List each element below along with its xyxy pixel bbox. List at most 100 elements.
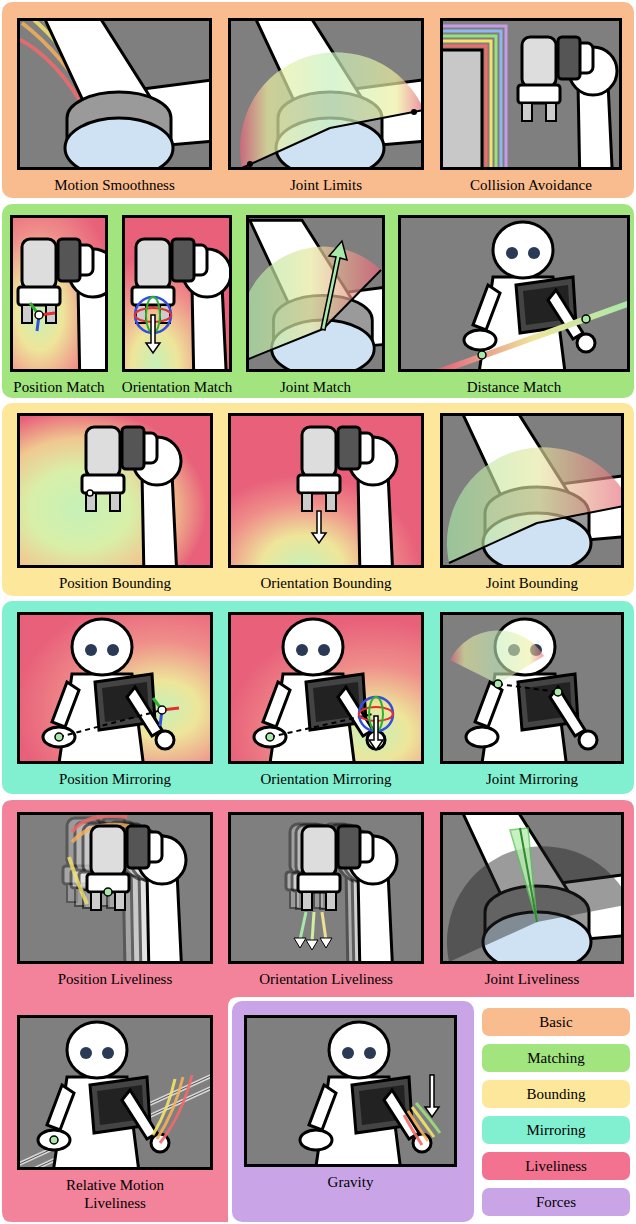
panel-illustration bbox=[17, 413, 213, 578]
liveliness-band bbox=[2, 800, 634, 1222]
panel-illustration-part bbox=[440, 41, 491, 170]
panel-illustration-part bbox=[59, 710, 162, 737]
panel-illustration-part bbox=[153, 1075, 192, 1143]
panel-illustration-part bbox=[438, 303, 630, 372]
legend-swatch: Basic bbox=[482, 1008, 630, 1036]
panel-illustration-part bbox=[55, 733, 63, 741]
panel-illustration bbox=[10, 215, 117, 390]
panel-box: Orientation Match bbox=[122, 215, 232, 372]
panel-illustration-part bbox=[478, 351, 486, 359]
panel-illustration-part bbox=[322, 912, 326, 940]
panel-illustration-part bbox=[240, 52, 424, 168]
panel-illustration-part bbox=[450, 630, 544, 684]
panel-box: Joint Liveliness bbox=[440, 812, 624, 964]
panel-illustration-part bbox=[447, 447, 631, 563]
panel-illustration-part bbox=[312, 511, 326, 543]
mirroring-band bbox=[2, 601, 634, 794]
panel-box: Position Bounding bbox=[17, 413, 213, 568]
panel-illustration bbox=[228, 612, 424, 777]
panel-box: Position Mirroring bbox=[17, 612, 213, 764]
panel-box: Joint Bounding bbox=[440, 413, 624, 568]
panel-illustration-part bbox=[104, 888, 112, 896]
panel-box: Orientation Mirroring bbox=[228, 612, 424, 764]
panel-illustration-part bbox=[440, 26, 506, 170]
panel-illustration-part bbox=[240, 247, 381, 360]
panel-box: Joint Mirroring bbox=[440, 612, 624, 764]
panel-box: Gravity bbox=[244, 1015, 457, 1167]
panel-caption: Collision Avoidance bbox=[430, 176, 632, 194]
panel-illustration-part bbox=[554, 688, 562, 696]
panel-caption: Orientation Match bbox=[110, 378, 244, 396]
panel-box: Orientation Bounding bbox=[228, 413, 424, 568]
panel-caption: Position Mirroring bbox=[7, 770, 223, 788]
panel-illustration-part bbox=[30, 303, 55, 331]
panel-illustration-part bbox=[447, 846, 631, 962]
panel-box: Distance Match bbox=[398, 215, 630, 372]
panel-illustration-part bbox=[35, 311, 43, 319]
panel-illustration-part bbox=[300, 912, 306, 940]
panel-caption: Joint Bounding bbox=[430, 574, 634, 592]
panel-illustration-part bbox=[440, 31, 501, 170]
panel-illustration-part bbox=[42, 13, 227, 178]
panel-illustration bbox=[17, 13, 227, 178]
panel-box: Joint Match bbox=[246, 215, 385, 372]
basic-band bbox=[2, 2, 634, 198]
panel-illustration bbox=[122, 215, 232, 390]
legend-swatch: Liveliness bbox=[482, 1152, 630, 1180]
panel-box: Orientation Liveliness bbox=[228, 812, 424, 964]
panel-illustration-part bbox=[464, 222, 595, 380]
panel-illustration-part bbox=[440, 36, 496, 170]
panel-illustration-part bbox=[411, 109, 417, 115]
panel-caption: Position Bounding bbox=[7, 574, 223, 592]
panel-illustration-part bbox=[437, 50, 482, 180]
matching-band bbox=[2, 204, 634, 398]
panel-illustration bbox=[244, 1015, 457, 1180]
panel-illustration-part bbox=[300, 1022, 431, 1180]
panel-box: Joint Limits bbox=[228, 18, 424, 170]
panel-illustration-part bbox=[498, 684, 558, 692]
panel-illustration-part bbox=[582, 315, 590, 323]
panel-caption: Motion Smoothness bbox=[7, 176, 222, 194]
panel-caption: Joint Limits bbox=[218, 176, 434, 194]
legend-swatch: Bounding bbox=[482, 1080, 630, 1108]
legend-label: Mirroring bbox=[526, 1121, 585, 1139]
legend-label: Liveliness bbox=[525, 1157, 587, 1175]
panel-illustration-part bbox=[18, 239, 117, 390]
panel-illustration-part bbox=[157, 1077, 183, 1139]
panel-illustration-part bbox=[425, 1075, 439, 1117]
panel-illustration-part bbox=[298, 826, 397, 977]
panel-illustration-part bbox=[38, 1022, 169, 1180]
panel-illustration-part bbox=[82, 427, 181, 578]
panel-illustration-part bbox=[510, 828, 537, 922]
forces-band bbox=[232, 1001, 474, 1222]
panel-illustration-part bbox=[153, 1079, 175, 1135]
legend-swatch: Matching bbox=[482, 1044, 630, 1072]
panel-box: Relative Motion Liveliness bbox=[17, 1015, 213, 1170]
panel-illustration-part bbox=[520, 828, 537, 922]
legend-label: Forces bbox=[536, 1193, 576, 1211]
panel-illustration-part bbox=[369, 716, 383, 750]
panel-illustration-part bbox=[132, 239, 231, 390]
legend-label: Matching bbox=[527, 1049, 585, 1067]
panel-caption: Position Match bbox=[0, 378, 120, 396]
panel-illustration bbox=[228, 413, 424, 578]
panel-illustration-part bbox=[266, 733, 274, 741]
panel-box: Motion Smoothness bbox=[17, 18, 212, 170]
panel-illustration-part bbox=[494, 680, 502, 688]
panel-box: Position Match bbox=[10, 215, 108, 372]
panel-illustration-part bbox=[87, 490, 93, 496]
panel-illustration bbox=[17, 612, 213, 777]
legend-swatch: Mirroring bbox=[482, 1116, 630, 1144]
panel-illustration bbox=[17, 812, 213, 977]
panel-caption: Gravity bbox=[234, 1173, 467, 1191]
panel-illustration-part bbox=[158, 706, 166, 714]
panel-illustration-part bbox=[43, 619, 174, 777]
panel-illustration-part bbox=[246, 270, 381, 360]
panel-box: Collision Avoidance bbox=[440, 18, 622, 170]
panel-illustration bbox=[440, 408, 636, 573]
panel-illustration bbox=[228, 13, 438, 178]
panel-illustration-part bbox=[242, 110, 424, 168]
panel-illustration bbox=[437, 18, 622, 188]
legend-label: Basic bbox=[539, 1013, 572, 1031]
panel-caption: Joint Match bbox=[236, 378, 395, 396]
